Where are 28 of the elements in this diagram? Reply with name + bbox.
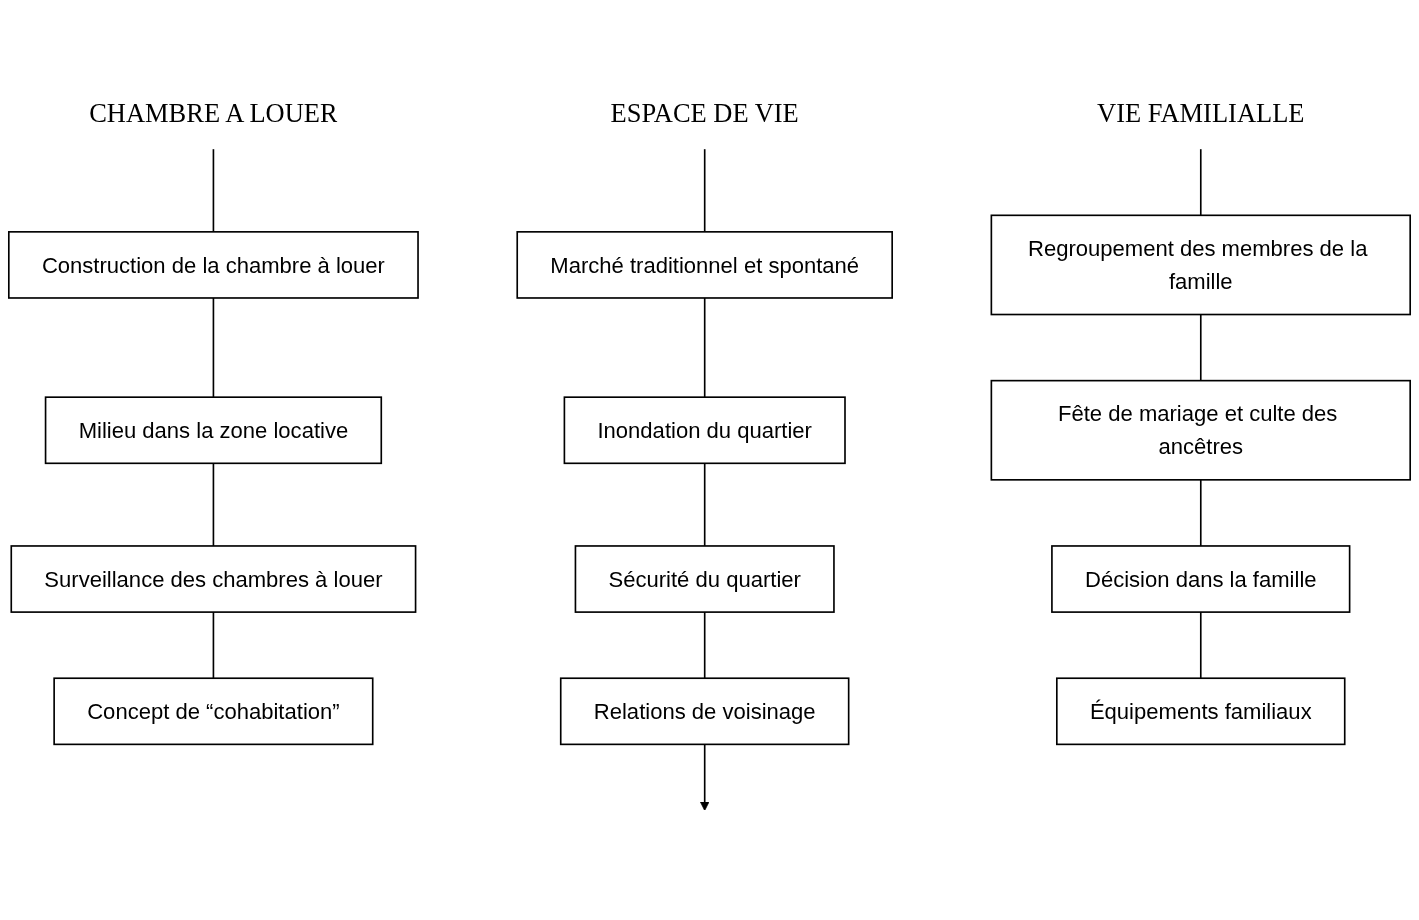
node-text: CHAMBRE A LOUER xyxy=(89,98,338,128)
connector xyxy=(703,297,706,398)
connector xyxy=(212,148,215,233)
node-box: Fête de mariage et culte des ancêtres xyxy=(990,379,1411,481)
node-box: Inondation du quartier xyxy=(563,396,846,465)
node-box: Relations de voisinage xyxy=(559,677,850,746)
node-box: Milieu dans la zone locative xyxy=(44,396,383,465)
node-box: Marché traditionnel et spontané xyxy=(516,231,893,299)
connector xyxy=(703,148,706,233)
connector xyxy=(1199,313,1202,382)
node-box: Sécurité du quartier xyxy=(574,545,835,613)
connector xyxy=(212,462,215,547)
node-box: Regroupement des membres de la famille xyxy=(990,214,1411,316)
connector xyxy=(1199,148,1202,217)
node-box: Construction de la chambre à louer xyxy=(8,231,419,299)
connector xyxy=(703,462,706,547)
connector xyxy=(212,297,215,398)
arrow xyxy=(699,743,710,811)
connector xyxy=(703,611,706,680)
node-box: Concept de “cohabitation” xyxy=(53,677,374,746)
connector xyxy=(212,611,215,680)
node-box: Décision dans la famille xyxy=(1051,545,1351,613)
node-box: Équipements familiaux xyxy=(1056,677,1346,746)
connector xyxy=(1199,611,1202,680)
node-box: Surveillance des chambres à louer xyxy=(10,545,417,613)
node-text: VIE FAMILIALLE xyxy=(1097,98,1305,128)
connector xyxy=(1199,479,1202,547)
node-text: ESPACE DE VIE xyxy=(610,98,799,128)
